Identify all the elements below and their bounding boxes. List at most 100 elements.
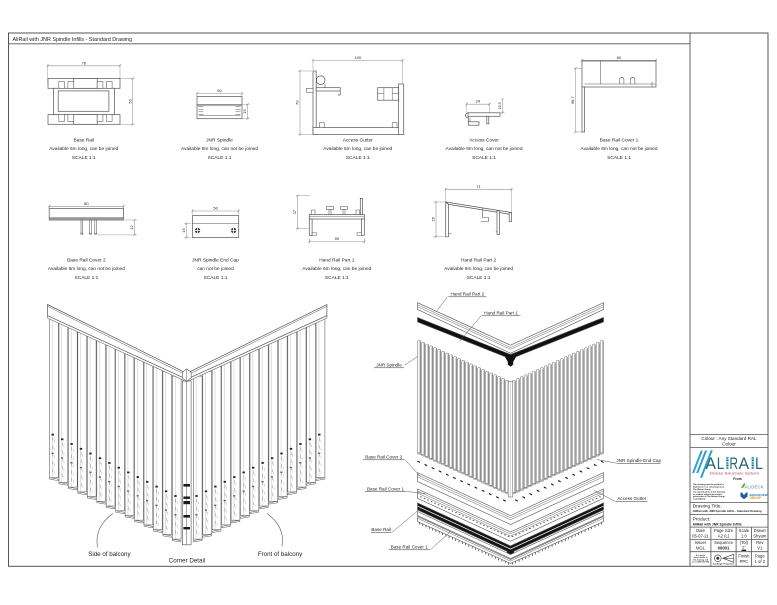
svg-text:Issuer: Issuer bbox=[695, 540, 707, 545]
svg-text:Date: Date bbox=[696, 528, 706, 533]
svg-text:12: 12 bbox=[129, 224, 134, 229]
svg-text:permission of The Meteor Group: permission of The Meteor Group bbox=[693, 495, 725, 498]
svg-text:AliRail with JNR Spindle Infil: AliRail with JNR Spindle Infills - Stand… bbox=[693, 509, 762, 513]
svg-text:Product:: Product: bbox=[693, 517, 711, 523]
svg-text:Hand Rail Part 1: Hand Rail Part 1 bbox=[319, 258, 355, 264]
svg-text:us on 0800 000 000: us on 0800 000 000 bbox=[692, 562, 709, 564]
svg-text:this drawing call: this drawing call bbox=[693, 558, 708, 561]
svg-text:Available 6m long, can not be: Available 6m long, can not be joined bbox=[181, 146, 258, 152]
svg-text:SCALE 1:1: SCALE 1:1 bbox=[72, 155, 96, 161]
svg-text:Base Rail: Base Rail bbox=[74, 138, 95, 144]
svg-text:Base Rail Cover 1: Base Rail Cover 1 bbox=[367, 486, 404, 491]
svg-text:Shyam: Shyam bbox=[753, 533, 767, 538]
svg-text:Base Rail Cover 1: Base Rail Cover 1 bbox=[600, 138, 639, 144]
svg-text:MGL: MGL bbox=[696, 546, 706, 551]
svg-text:71: 71 bbox=[476, 184, 481, 189]
svg-text:Drawing Title:: Drawing Title: bbox=[693, 503, 722, 509]
svg-text:Sequence: Sequence bbox=[714, 540, 734, 545]
svg-text:L: L bbox=[755, 455, 763, 473]
svg-text:Base Rail Cover 2: Base Rail Cover 2 bbox=[365, 455, 402, 460]
svg-text:2°: 2° bbox=[742, 546, 746, 550]
svg-text:Side of balcony: Side of balcony bbox=[88, 551, 131, 558]
svg-text:This drawing and the product i: This drawing and the product is bbox=[693, 483, 725, 486]
svg-text:L: L bbox=[717, 455, 725, 473]
svg-text:SCALE 1:1: SCALE 1:1 bbox=[607, 155, 631, 161]
svg-text:AliRail with JNR Spindle Infil: AliRail with JNR Spindle Infills bbox=[693, 522, 742, 526]
svg-text:SCALE 1:1: SCALE 1:1 bbox=[467, 275, 491, 281]
svg-text:16.5: 16.5 bbox=[498, 102, 502, 109]
svg-text:SCALE 1:1: SCALE 1:1 bbox=[346, 155, 370, 161]
svg-text:SCALE 1:1: SCALE 1:1 bbox=[325, 275, 349, 281]
svg-text:Base Rail: Base Rail bbox=[371, 527, 391, 532]
svg-text:Modular Balustrade Systems: Modular Balustrade Systems bbox=[710, 471, 760, 476]
svg-text:R: R bbox=[730, 455, 739, 473]
svg-text:JNR Spindle: JNR Spindle bbox=[206, 138, 233, 144]
svg-text:AliRail with JNR Spindle Infil: AliRail with JNR Spindle Infills - Stand… bbox=[13, 37, 133, 43]
svg-text:Available 6m long, can be join: Available 6m long, can be joined bbox=[323, 146, 392, 152]
svg-text:50: 50 bbox=[217, 88, 222, 93]
svg-text:Available 6m long, can be join: Available 6m long, can be joined bbox=[444, 266, 513, 272]
svg-text:SCALE 1:1: SCALE 1:1 bbox=[75, 275, 99, 281]
svg-text:05-07-21: 05-07-21 bbox=[692, 533, 709, 538]
svg-text:Hand Rail Part 2: Hand Rail Part 2 bbox=[461, 258, 497, 264]
svg-text:78: 78 bbox=[82, 60, 87, 65]
svg-text:SCALE 1:1: SCALE 1:1 bbox=[472, 155, 496, 161]
svg-text:V1: V1 bbox=[757, 546, 763, 551]
svg-text:Access Gutter: Access Gutter bbox=[343, 138, 374, 144]
svg-text:SCALE 1:1: SCALE 1:1 bbox=[204, 275, 228, 281]
svg-text:50: 50 bbox=[213, 206, 218, 211]
svg-text:Available 6m long, can be join: Available 6m long, can be joined bbox=[49, 146, 118, 152]
svg-text:Base Rail Cover 2: Base Rail Cover 2 bbox=[67, 258, 106, 264]
svg-text:Hand Rail Part 1: Hand Rail Part 1 bbox=[484, 311, 518, 316]
svg-text:can not be joined: can not be joined bbox=[197, 266, 234, 272]
svg-text:1 of 2: 1 of 2 bbox=[755, 559, 766, 564]
svg-text:BROADVIEW: BROADVIEW bbox=[750, 493, 768, 497]
svg-text:Colour: Colour bbox=[722, 442, 736, 447]
svg-text:Base Rail Cover 1: Base Rail Cover 1 bbox=[391, 545, 428, 550]
svg-text:Page: Page bbox=[755, 554, 765, 559]
svg-text:80: 80 bbox=[84, 201, 89, 206]
svg-text:50: 50 bbox=[127, 98, 132, 103]
svg-text:26: 26 bbox=[431, 216, 436, 221]
svg-text:Available 6m long, can not be: Available 6m long, can not be joined bbox=[48, 266, 125, 272]
svg-text:Access Cover: Access Cover bbox=[469, 138, 499, 144]
svg-text:70: 70 bbox=[295, 100, 300, 105]
svg-text:JNR Spindle End Cap: JNR Spindle End Cap bbox=[616, 458, 661, 463]
svg-text:Scale: Scale bbox=[739, 528, 750, 533]
svg-text:Access Gutter: Access Gutter bbox=[617, 496, 646, 501]
svg-text:From: From bbox=[733, 477, 741, 481]
svg-text:JNR Spindle End Cap: JNR Spindle End Cap bbox=[192, 258, 239, 264]
svg-text:PPC: PPC bbox=[740, 559, 749, 564]
svg-text:A: A bbox=[706, 455, 717, 473]
svg-text:Available 6m long, can not be: Available 6m long, can not be joined bbox=[446, 146, 523, 152]
svg-text:JNR Spindle: JNR Spindle bbox=[376, 363, 402, 368]
svg-text:The Meteor Group: The Meteor Group bbox=[693, 488, 711, 491]
svg-text:(Tol): (Tol) bbox=[740, 540, 749, 545]
svg-text:00001: 00001 bbox=[718, 546, 730, 551]
svg-text:3rd Angle Projection: 3rd Angle Projection bbox=[713, 562, 735, 565]
svg-text:A2 (L): A2 (L) bbox=[718, 533, 730, 538]
svg-text:15: 15 bbox=[181, 228, 186, 233]
svg-text:68.7: 68.7 bbox=[570, 95, 575, 104]
svg-text:15: 15 bbox=[242, 109, 247, 114]
svg-text:or product without the written: or product without the written bbox=[693, 493, 723, 496]
svg-text:depicted in it or sole propert: depicted in it or sole property of bbox=[693, 485, 725, 488]
svg-text:24: 24 bbox=[476, 99, 481, 104]
svg-text:Front of balcony: Front of balcony bbox=[258, 551, 303, 558]
svg-text:Hand Rail Part 2: Hand Rail Part 2 bbox=[451, 292, 485, 297]
svg-text:Drawn: Drawn bbox=[754, 528, 767, 533]
svg-text:Finish: Finish bbox=[738, 554, 750, 559]
svg-text:about details in: about details in bbox=[694, 556, 709, 559]
svg-text:GROUP: GROUP bbox=[750, 496, 763, 500]
svg-text:SCALE 1:1: SCALE 1:1 bbox=[208, 155, 232, 161]
svg-text:Available 6m long, can be join: Available 6m long, can be joined bbox=[302, 266, 371, 272]
svg-text:100: 100 bbox=[355, 55, 362, 60]
svg-text:Page Size: Page Size bbox=[714, 528, 734, 533]
svg-text:ALiDECK: ALiDECK bbox=[744, 485, 764, 490]
svg-text:60: 60 bbox=[617, 55, 622, 60]
svg-text:Rev: Rev bbox=[756, 540, 764, 545]
svg-text:A: A bbox=[739, 455, 750, 473]
svg-text:is prohibited.: is prohibited. bbox=[693, 498, 706, 501]
svg-text:37: 37 bbox=[292, 209, 297, 214]
svg-text:59: 59 bbox=[335, 236, 340, 241]
